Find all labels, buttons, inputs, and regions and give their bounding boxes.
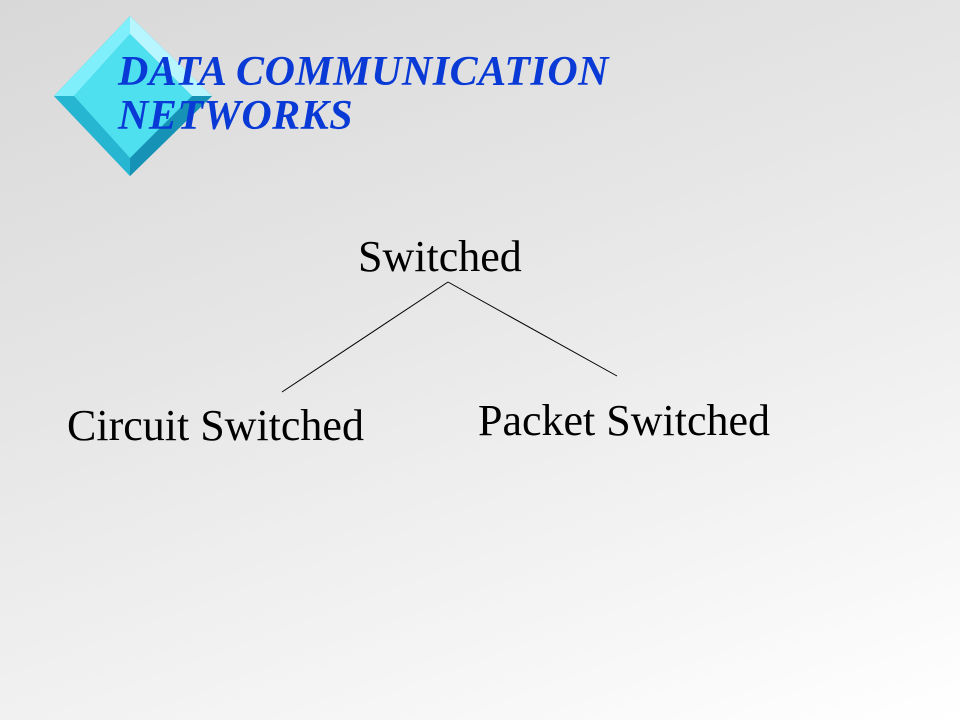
node-switched: Switched bbox=[358, 232, 522, 281]
diamond-bullet-icon bbox=[54, 16, 212, 176]
slide-title: DATA COMMUNICATION NETWORKS bbox=[118, 49, 609, 139]
node-circuit-switched: Circuit Switched bbox=[67, 401, 364, 450]
connector-right bbox=[447, 281, 618, 377]
node-packet-switched: Packet Switched bbox=[478, 396, 771, 445]
connector-left bbox=[281, 281, 449, 393]
